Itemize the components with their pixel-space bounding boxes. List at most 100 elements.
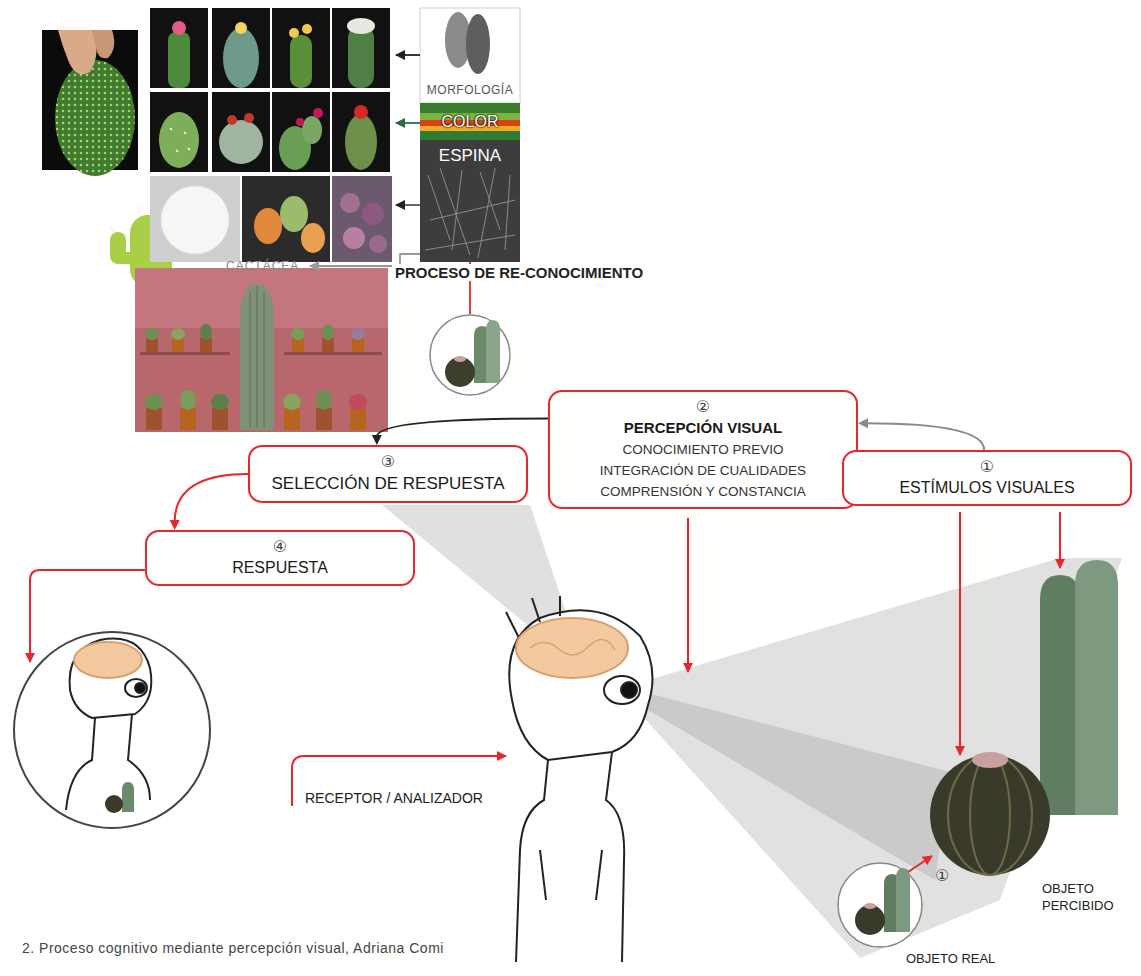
drawing-part xyxy=(322,324,334,340)
drawing-part xyxy=(289,28,299,38)
drawing-part xyxy=(948,755,1032,875)
drawing-part xyxy=(145,328,159,340)
node-text: ESPINA xyxy=(439,146,501,166)
drawing-part xyxy=(159,112,199,168)
drawing-part xyxy=(240,284,274,430)
process-box: ④RESPUESTA xyxy=(145,530,415,586)
drawing-part xyxy=(55,60,135,176)
drawing-part xyxy=(219,120,263,164)
arrowhead xyxy=(372,435,382,445)
object-label: OBJETO REAL xyxy=(906,950,995,967)
drawing-part xyxy=(345,114,377,170)
drawing-part xyxy=(606,752,624,962)
drawing-part xyxy=(66,714,150,810)
drawing-part xyxy=(150,176,240,262)
drawing-part xyxy=(272,8,330,88)
drawing-part xyxy=(200,338,212,352)
object-label: OBJETO PERCIBIDO xyxy=(1042,880,1134,914)
drawing-part xyxy=(242,176,330,262)
drawing-part xyxy=(316,390,332,410)
step-number: ② xyxy=(566,397,840,417)
cactus-photo xyxy=(42,30,138,176)
drawing-part xyxy=(172,21,186,35)
figure-caption: 2. Proceso cognitivo mediante percepción… xyxy=(22,940,444,956)
drawing-part xyxy=(135,683,145,693)
group-label: CACTÁCEA xyxy=(226,259,299,273)
drawing-part xyxy=(1059,512,1061,568)
drawing-part xyxy=(290,35,312,88)
drawing-part xyxy=(74,642,142,678)
drawing-part xyxy=(55,60,135,176)
drawing-part xyxy=(254,208,282,244)
node-text: ESTÍMULOS VISUALES xyxy=(860,477,1114,499)
drawing-part xyxy=(146,338,158,352)
flow-arrow xyxy=(170,474,248,530)
process-box: ①ESTÍMULOS VISUALES xyxy=(842,450,1132,506)
node-text: COLOR xyxy=(442,113,499,131)
drawing-part xyxy=(349,394,367,410)
drawing-part xyxy=(227,115,237,125)
drawing-part xyxy=(347,18,375,34)
image-band: COLOR xyxy=(420,103,520,140)
drawing-part xyxy=(291,328,305,340)
drawing-part xyxy=(272,92,330,172)
drawing-part xyxy=(122,782,134,812)
drawing-part xyxy=(396,204,420,206)
drawing-part xyxy=(466,14,490,74)
drawing-part xyxy=(135,268,388,432)
drawing-part xyxy=(105,795,123,813)
drawing-part xyxy=(420,8,520,103)
drawing-part xyxy=(212,8,270,88)
drawing-part xyxy=(161,186,229,254)
drawing-part xyxy=(420,140,520,262)
drawing-part xyxy=(212,92,270,172)
connector-line xyxy=(377,419,548,437)
node-text: INTEGRACIÓN DE CUALIDADES xyxy=(566,460,840,481)
drawing-part xyxy=(292,338,304,352)
drawing-part xyxy=(92,30,114,58)
drawing-part xyxy=(150,8,208,88)
drawing-part xyxy=(343,227,365,249)
process-box: ②PERCEPCIÓN VISUALCONOCIMIENTO PREVIOINT… xyxy=(548,390,858,509)
drawing-part xyxy=(352,338,364,352)
real-object xyxy=(838,863,922,947)
drawing-part xyxy=(332,176,392,262)
response-figure xyxy=(14,632,210,828)
node-text: CONOCIMIENTO PREVIO xyxy=(566,439,840,460)
drawing-part xyxy=(959,512,961,755)
drawing-part xyxy=(340,193,360,213)
band-images xyxy=(420,8,520,262)
drawing-part xyxy=(302,116,322,144)
flow-arrow xyxy=(858,418,984,450)
step-number: ① xyxy=(860,457,1114,477)
connector-line xyxy=(866,423,984,450)
drawing-part xyxy=(296,118,304,126)
drawing-part xyxy=(168,32,190,88)
drawing-part xyxy=(332,8,390,88)
drawing-part xyxy=(301,223,325,253)
drawing-part xyxy=(454,356,466,362)
drawing-part xyxy=(1040,575,1080,815)
drawing-part xyxy=(170,128,190,152)
drawing-part xyxy=(313,108,323,118)
drawing-part xyxy=(302,24,312,34)
image-band: MORFOLOGÍA xyxy=(420,8,520,103)
drawing-part xyxy=(930,755,1050,875)
drawing-part xyxy=(855,905,885,935)
drawing-part xyxy=(687,518,689,672)
drawing-part xyxy=(348,26,374,88)
connector-line xyxy=(175,474,248,522)
process-box: ③SELECCIÓN DE RESPUESTA xyxy=(248,445,528,503)
drawing-part xyxy=(621,682,637,698)
drawing-part xyxy=(396,122,420,124)
drawing-part xyxy=(354,105,368,119)
drawing-part xyxy=(171,328,185,340)
drawing-part xyxy=(140,352,230,355)
drawing-part xyxy=(30,570,145,662)
view-cones xyxy=(382,505,1122,958)
drawing-part xyxy=(235,22,247,34)
drawing-part xyxy=(425,168,515,258)
cactus-photo-grid xyxy=(150,8,392,262)
drawing-part xyxy=(516,618,628,678)
node-text: RESPUESTA xyxy=(163,557,397,579)
